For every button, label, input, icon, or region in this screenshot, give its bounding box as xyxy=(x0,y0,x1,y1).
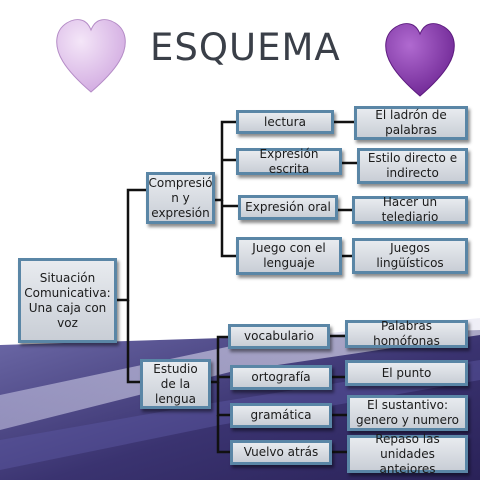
node-juego-lenguaje: Juego con el lenguaje xyxy=(236,237,342,275)
node-estudio-lengua: Estudio de la lengua xyxy=(140,359,211,409)
node-vuelvo-atras: Vuelvo atrás xyxy=(230,440,332,465)
node-gramatica: gramática xyxy=(230,403,332,428)
node-vocabulario: vocabulario xyxy=(228,324,330,349)
node-juegos-linguisticos: Juegos lingüísticos xyxy=(352,238,468,274)
node-comprension-expresion: Compresió n y expresión xyxy=(146,172,215,224)
node-repaso-unidades: Repaso las unidades anteiores xyxy=(347,432,468,476)
page-title: ESQUEMA xyxy=(150,26,341,69)
node-lectura: lectura xyxy=(236,110,334,134)
heart-icon-left xyxy=(56,19,126,93)
node-telediario: Hacer un telediario xyxy=(352,195,468,224)
node-ladron-palabras: El ladrón de palabras xyxy=(354,106,468,140)
node-palabras-homofonas: Palabras homófonas xyxy=(345,319,468,348)
heart-icon-right xyxy=(385,23,455,97)
node-sustantivo: El sustantivo: genero y numero xyxy=(347,395,468,431)
node-estilo-directo: Estilo directo e indirecto xyxy=(357,148,468,184)
node-el-punto: El punto xyxy=(345,360,468,386)
node-situacion-comunicativa: Situación Comunicativa: Una caja con voz xyxy=(18,258,117,343)
node-expresion-oral: Expresión oral xyxy=(238,195,338,220)
node-expresion-escrita: Expresión escrita xyxy=(236,147,342,176)
node-ortografia: ortografía xyxy=(230,365,332,390)
